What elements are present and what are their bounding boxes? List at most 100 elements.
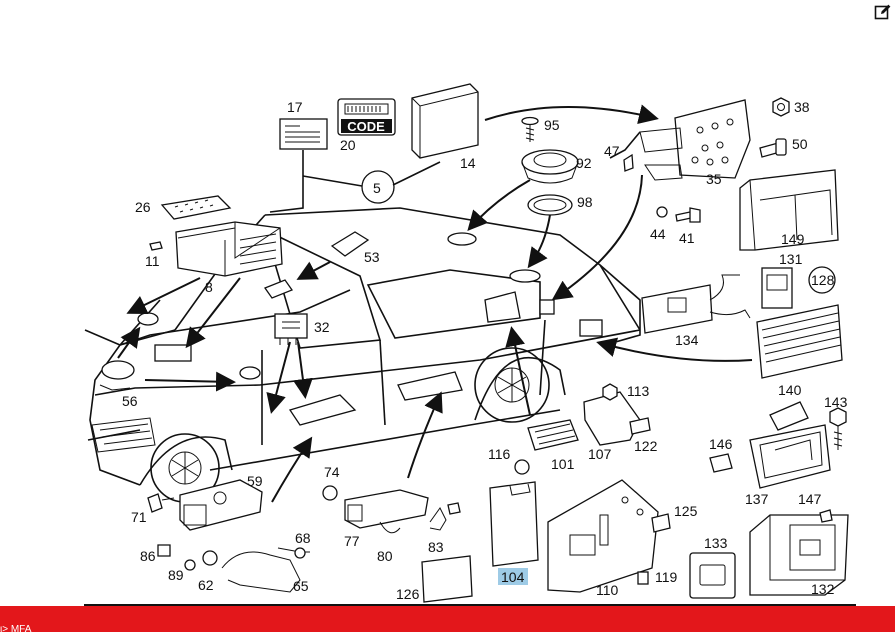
front-door-speaker xyxy=(288,394,357,426)
part-labels: 17 20 14 95 92 98 47 35 38 50 44 41 149 … xyxy=(122,99,848,602)
part-41-bolt xyxy=(675,207,701,223)
part-122-screw xyxy=(629,417,651,435)
label-143: 143 xyxy=(824,394,848,410)
part-68-grommet xyxy=(294,547,306,559)
part-126-box xyxy=(421,555,473,603)
label-8: 8 xyxy=(205,279,213,295)
part-110-bracket xyxy=(547,479,659,593)
part-137-detail xyxy=(759,431,823,479)
label-146: 146 xyxy=(709,436,733,452)
label-71: 71 xyxy=(131,509,147,525)
footer-divider xyxy=(84,604,856,606)
label-147: 147 xyxy=(798,491,822,507)
part-8-radio xyxy=(175,221,283,277)
label-59: 59 xyxy=(247,473,263,489)
label-65: 65 xyxy=(293,578,309,594)
parts-diagram: CODE xyxy=(84,83,849,603)
label-35: 35 xyxy=(706,171,722,187)
part-59-housing xyxy=(179,479,263,531)
part-113-nut xyxy=(602,383,618,401)
label-26: 26 xyxy=(135,199,151,215)
part-131-unit xyxy=(761,267,793,309)
label-125: 125 xyxy=(674,503,698,519)
label-11: 11 xyxy=(145,253,160,269)
part-98-gasket xyxy=(527,194,573,216)
part-140-clip xyxy=(769,401,809,431)
part-11-screw xyxy=(149,241,163,251)
label-132: 132 xyxy=(811,581,835,597)
part-149-holder xyxy=(739,169,839,251)
callout-5 xyxy=(361,170,395,204)
edit-icon xyxy=(874,4,891,20)
part-44-washer xyxy=(656,206,668,218)
rear-module xyxy=(579,319,603,337)
part-89 xyxy=(184,559,196,571)
label-14: 14 xyxy=(460,155,476,171)
part-86 xyxy=(157,544,171,557)
label-107: 107 xyxy=(588,446,612,462)
label-122: 122 xyxy=(634,438,658,454)
label-68a: 68 xyxy=(295,530,311,546)
label-101: 101 xyxy=(551,456,575,472)
part-14-control-unit xyxy=(411,83,479,159)
footer-text: ι> MFA xyxy=(0,624,32,635)
label-62: 62 xyxy=(198,577,214,593)
part-77-housing xyxy=(344,489,429,534)
part-17-code-card xyxy=(279,118,328,150)
label-44: 44 xyxy=(650,226,666,242)
part-83-wiring xyxy=(429,507,447,531)
part-38-nut xyxy=(772,97,790,117)
part-119-clip xyxy=(637,571,649,585)
label-134: 134 xyxy=(675,332,699,348)
highlight-104 xyxy=(498,568,528,585)
part-74-grommet-2 xyxy=(202,550,218,566)
label-133: 133 xyxy=(704,535,728,551)
part-68-plug xyxy=(447,502,461,515)
label-140: 140 xyxy=(778,382,802,398)
edit-button[interactable] xyxy=(874,3,892,21)
rear-door-speaker xyxy=(397,371,463,401)
label-126: 126 xyxy=(396,586,420,602)
label-104: 104 xyxy=(501,569,525,585)
label-116: 116 xyxy=(488,446,511,462)
part-35-bracket xyxy=(639,99,751,181)
label-89: 89 xyxy=(168,567,184,583)
part-104-unit xyxy=(489,481,539,567)
part-20-code-sticker: CODE xyxy=(337,98,396,136)
part-101-module xyxy=(527,419,579,451)
part-143-bolt xyxy=(829,407,847,450)
label-53: 53 xyxy=(364,249,380,265)
part-95-screw xyxy=(521,116,539,142)
label-113: 113 xyxy=(627,383,650,399)
label-56: 56 xyxy=(122,393,138,409)
part-147-screw xyxy=(819,509,833,523)
part-146-bolt xyxy=(709,453,733,473)
label-32: 32 xyxy=(314,319,330,335)
label-86: 86 xyxy=(140,548,156,564)
label-38: 38 xyxy=(794,99,810,115)
label-80: 80 xyxy=(377,548,393,564)
label-98: 98 xyxy=(577,194,593,210)
part-53-switch xyxy=(263,231,370,299)
label-77: 77 xyxy=(344,533,360,549)
leader-lines xyxy=(269,131,641,213)
code-sticker-text: CODE xyxy=(347,119,385,134)
label-137: 137 xyxy=(745,491,769,507)
part-134-module xyxy=(641,274,751,334)
part-62-wiring xyxy=(221,551,301,593)
part-26-remote xyxy=(160,195,232,220)
rear-shelf-speaker xyxy=(447,232,477,246)
callout-128 xyxy=(808,266,836,294)
part-132-unit xyxy=(749,514,849,596)
arrows xyxy=(117,104,753,503)
rear-connector xyxy=(539,299,555,315)
label-20: 20 xyxy=(340,137,356,153)
label-50: 50 xyxy=(792,136,808,152)
part-71-bolt xyxy=(147,493,175,513)
label-128: 128 xyxy=(811,272,835,288)
part-116-knob xyxy=(514,459,530,475)
part-128-unit xyxy=(756,304,843,379)
label-17: 17 xyxy=(287,99,303,115)
part-32-unit xyxy=(274,313,308,345)
rear-speaker xyxy=(509,269,541,283)
